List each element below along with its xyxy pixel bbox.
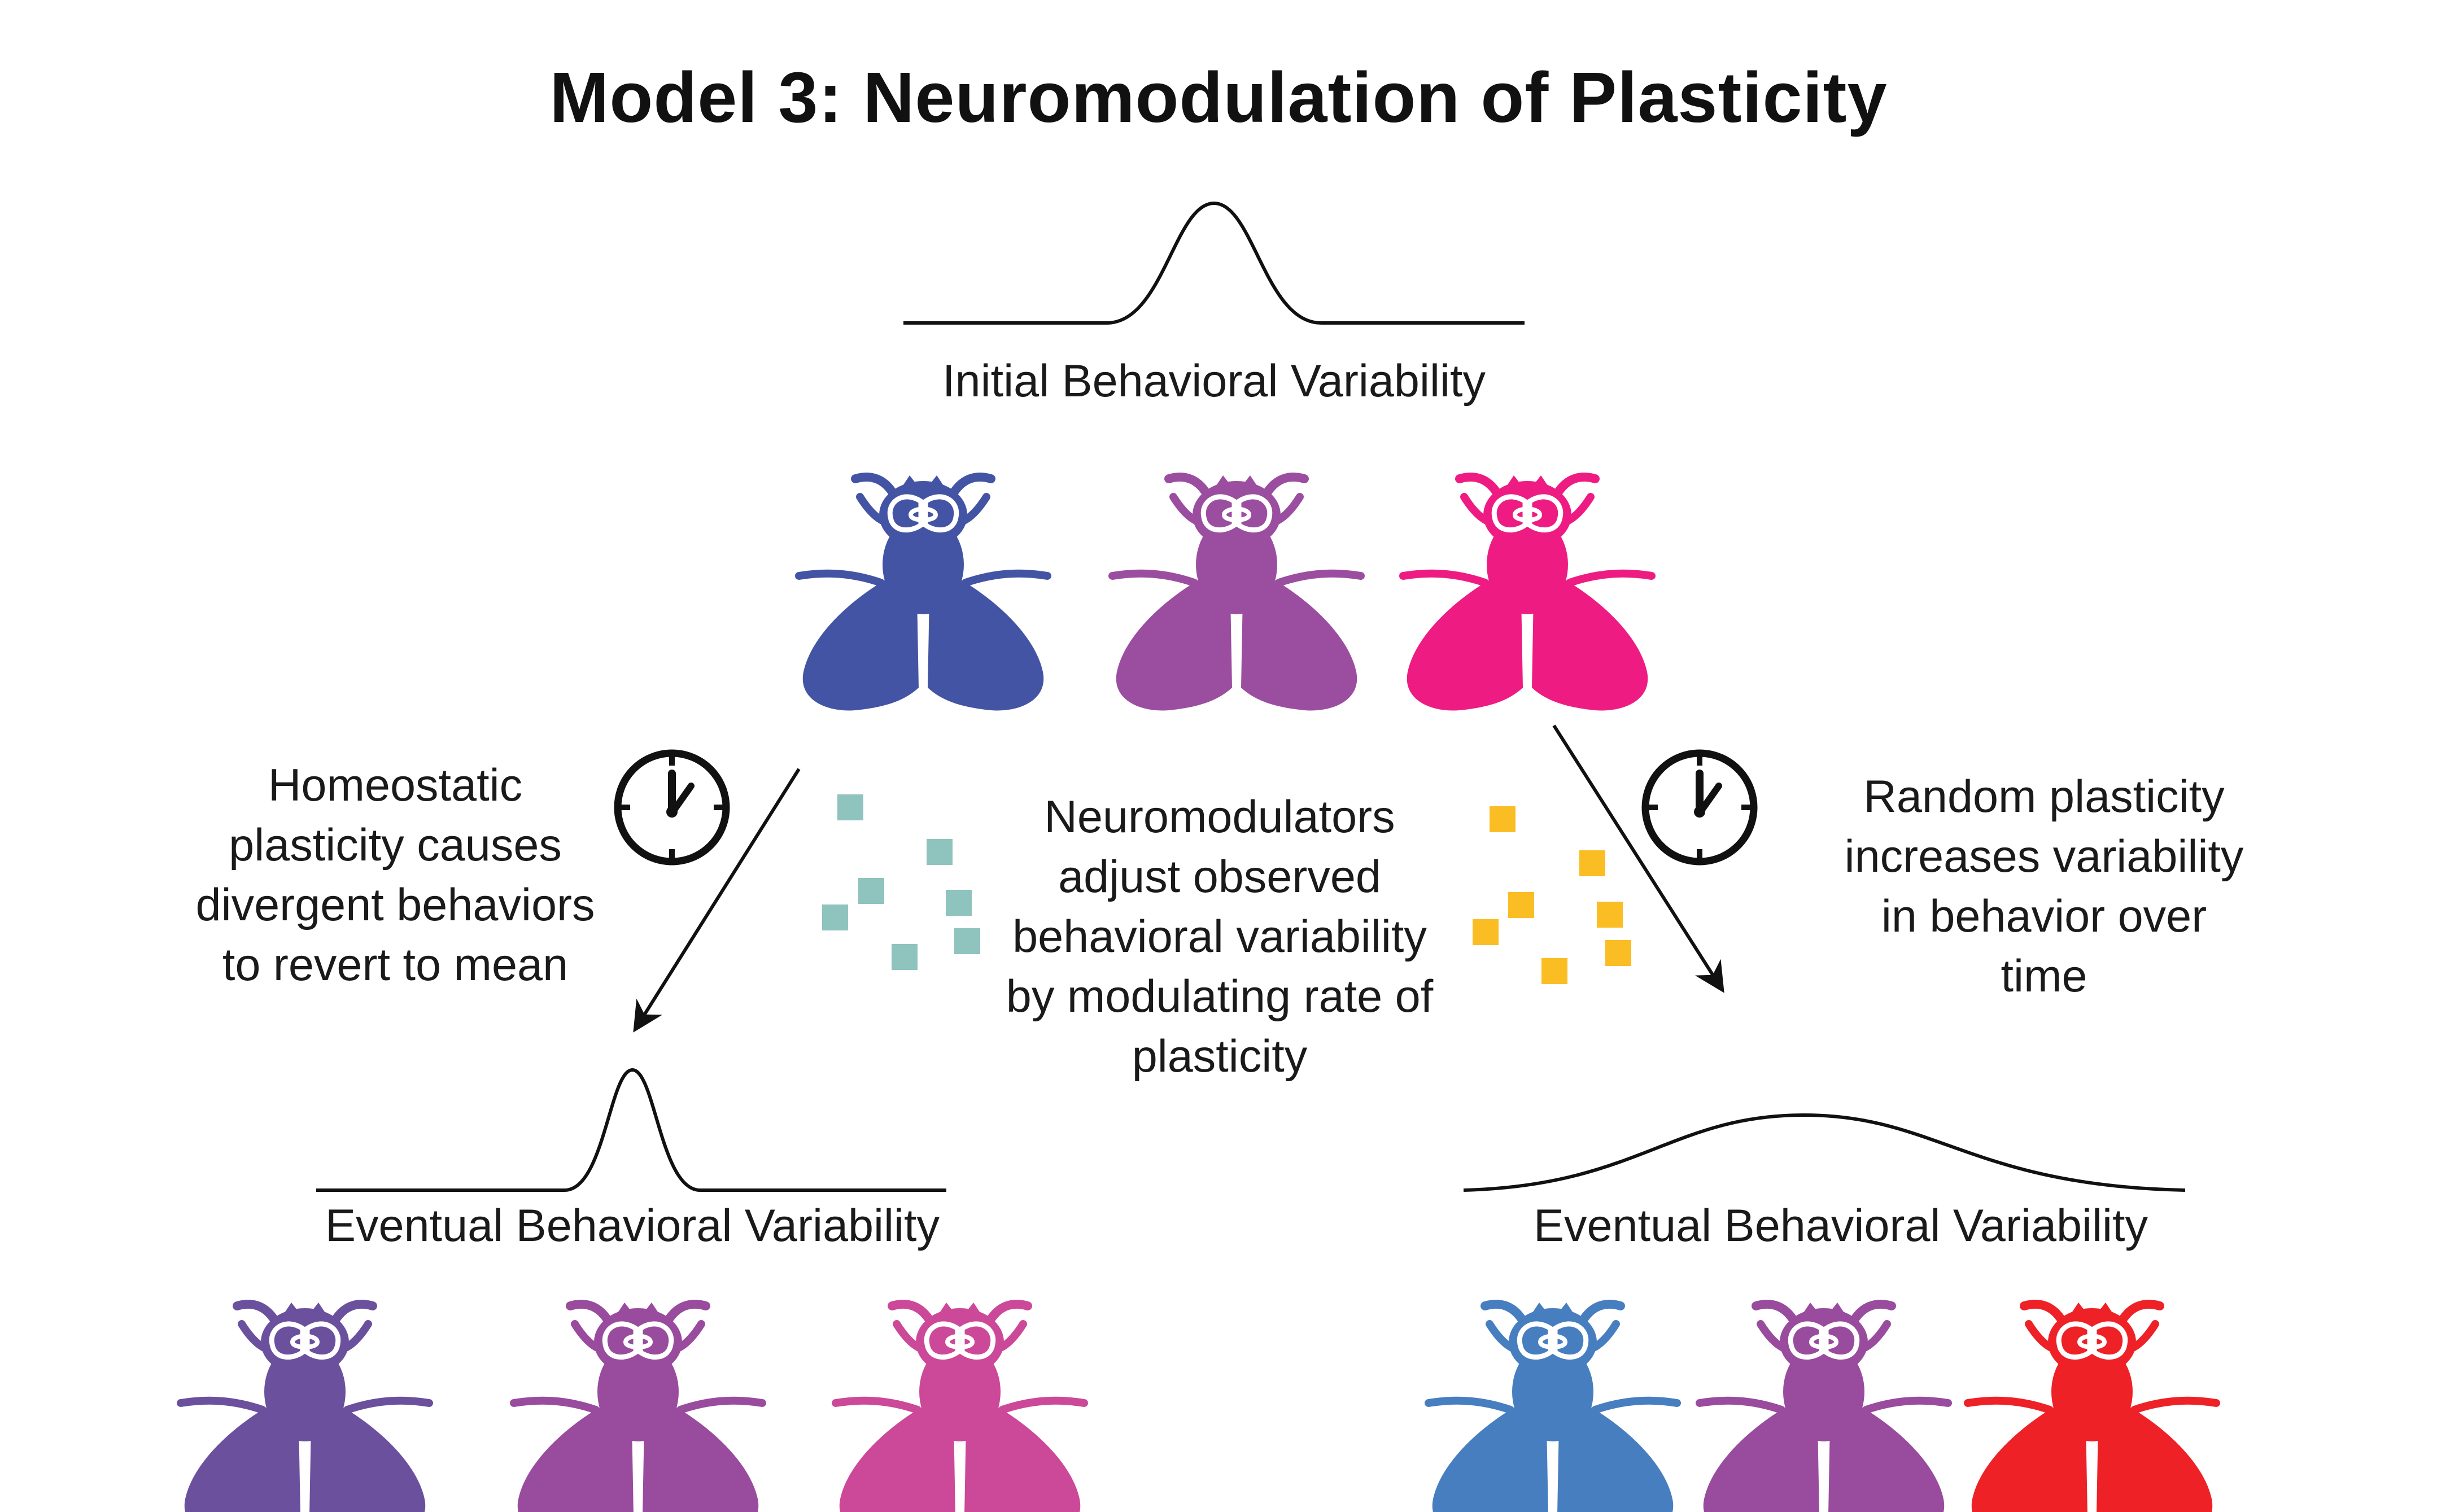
neuromodulator-squares-left: [822, 794, 980, 970]
right-eventual-distribution-curve: [1463, 1113, 2186, 1192]
caption-line: by modulating rate of: [1006, 971, 1434, 1022]
fly-icon: [1112, 475, 1361, 710]
neuromodulator-square: [1597, 902, 1623, 928]
fly-icon: [1968, 1303, 2216, 1512]
caption-line: time: [2001, 951, 2087, 1002]
neuromodulator-square: [1473, 919, 1499, 945]
neuromodulator-square: [1579, 850, 1605, 876]
neuromodulator-square: [1508, 892, 1534, 918]
neuromodulator-square: [927, 839, 953, 865]
fly-icon: [1429, 1303, 1677, 1512]
neuromodulator-square: [1605, 940, 1631, 966]
neuromodulator-square: [837, 794, 863, 820]
right-eventual-variability-label: Eventual Behavioral Variability: [1533, 1200, 2148, 1251]
homeostatic-caption: Homeostatic plasticity causes divergent …: [130, 755, 661, 995]
left-eventual-variability-label: Eventual Behavioral Variability: [325, 1200, 940, 1251]
right-arrow: [1552, 724, 1724, 993]
neuromodulator-square: [892, 944, 918, 970]
fly-icon: [1403, 475, 1652, 710]
caption-line: divergent behaviors: [195, 880, 595, 930]
caption-line: plasticity: [1132, 1031, 1308, 1082]
fly-icon: [514, 1303, 762, 1512]
caption-line: behavioral variability: [1012, 911, 1427, 962]
caption-line: adjust observed: [1058, 851, 1381, 902]
caption-line: Neuromodulators: [1044, 792, 1395, 842]
neuromodulators-caption: Neuromodulators adjust observed behavior…: [960, 787, 1479, 1086]
caption-line: increases variability: [1844, 831, 2244, 882]
neuromodulator-square: [954, 928, 980, 954]
neuromodulator-square: [822, 904, 848, 930]
fly-icon: [1700, 1303, 1948, 1512]
fly-icon: [799, 475, 1047, 710]
page-title: Model 3: Neuromodulation of Plasticity: [549, 58, 1888, 137]
left-arrow: [633, 768, 801, 1033]
initial-variability-label: Initial Behavioral Variability: [942, 356, 1486, 407]
caption-line: plasticity causes: [229, 820, 562, 871]
neuromodulator-squares-right: [1473, 806, 1631, 984]
caption-line: to revert to mean: [222, 939, 569, 990]
initial-distribution-curve: [903, 201, 1525, 325]
neuromodulator-square: [1490, 806, 1516, 832]
right-clock-icon: [1645, 753, 1754, 862]
caption-line: Homeostatic: [268, 760, 523, 811]
random-plasticity-caption: Random plasticity increases variability …: [1779, 767, 2309, 1006]
neuromodulator-square: [858, 878, 884, 904]
neuromodulator-square: [946, 890, 972, 916]
caption-line: in behavior over: [1881, 891, 2207, 942]
left-eventual-distribution-curve: [316, 1068, 946, 1192]
caption-line: Random plasticity: [1863, 771, 2225, 822]
fly-icon: [181, 1303, 429, 1512]
fly-icon: [836, 1303, 1084, 1512]
neuromodulator-square: [1541, 958, 1567, 984]
